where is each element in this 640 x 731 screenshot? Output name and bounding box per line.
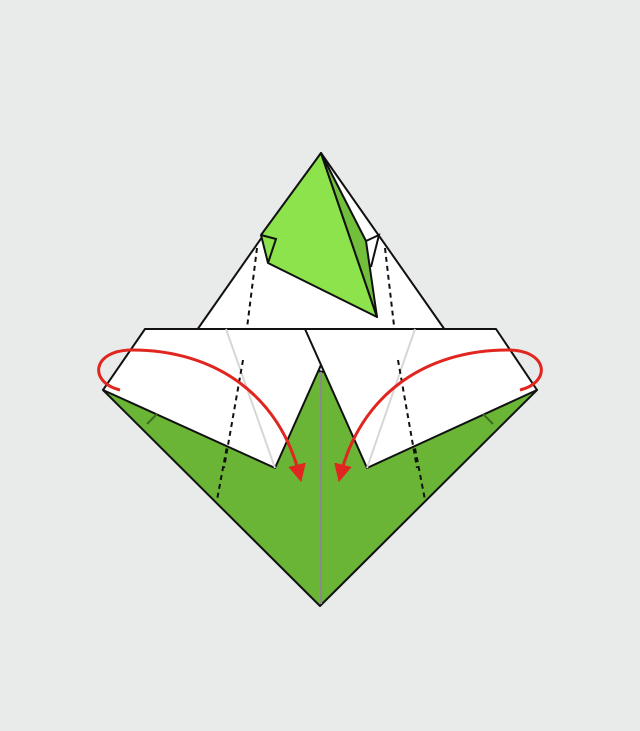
left-edge-tick bbox=[146, 413, 158, 425]
left-flap-dashed-crease bbox=[223, 359, 244, 469]
right-flap-dashed-crease bbox=[397, 359, 418, 469]
right-edge-tick bbox=[482, 413, 494, 425]
left-valley-crease-line bbox=[216, 359, 244, 501]
top-green-flap-shadow bbox=[320, 152, 378, 318]
right-curved-fold-arrow-icon bbox=[334, 348, 543, 483]
right-flap-light-crease bbox=[366, 328, 416, 469]
left-notch bbox=[260, 234, 278, 264]
right-valley-crease-line bbox=[397, 359, 426, 501]
left-flap-light-crease bbox=[225, 328, 276, 469]
left-curved-fold-arrow-icon bbox=[97, 348, 306, 483]
right-notch bbox=[365, 233, 381, 268]
